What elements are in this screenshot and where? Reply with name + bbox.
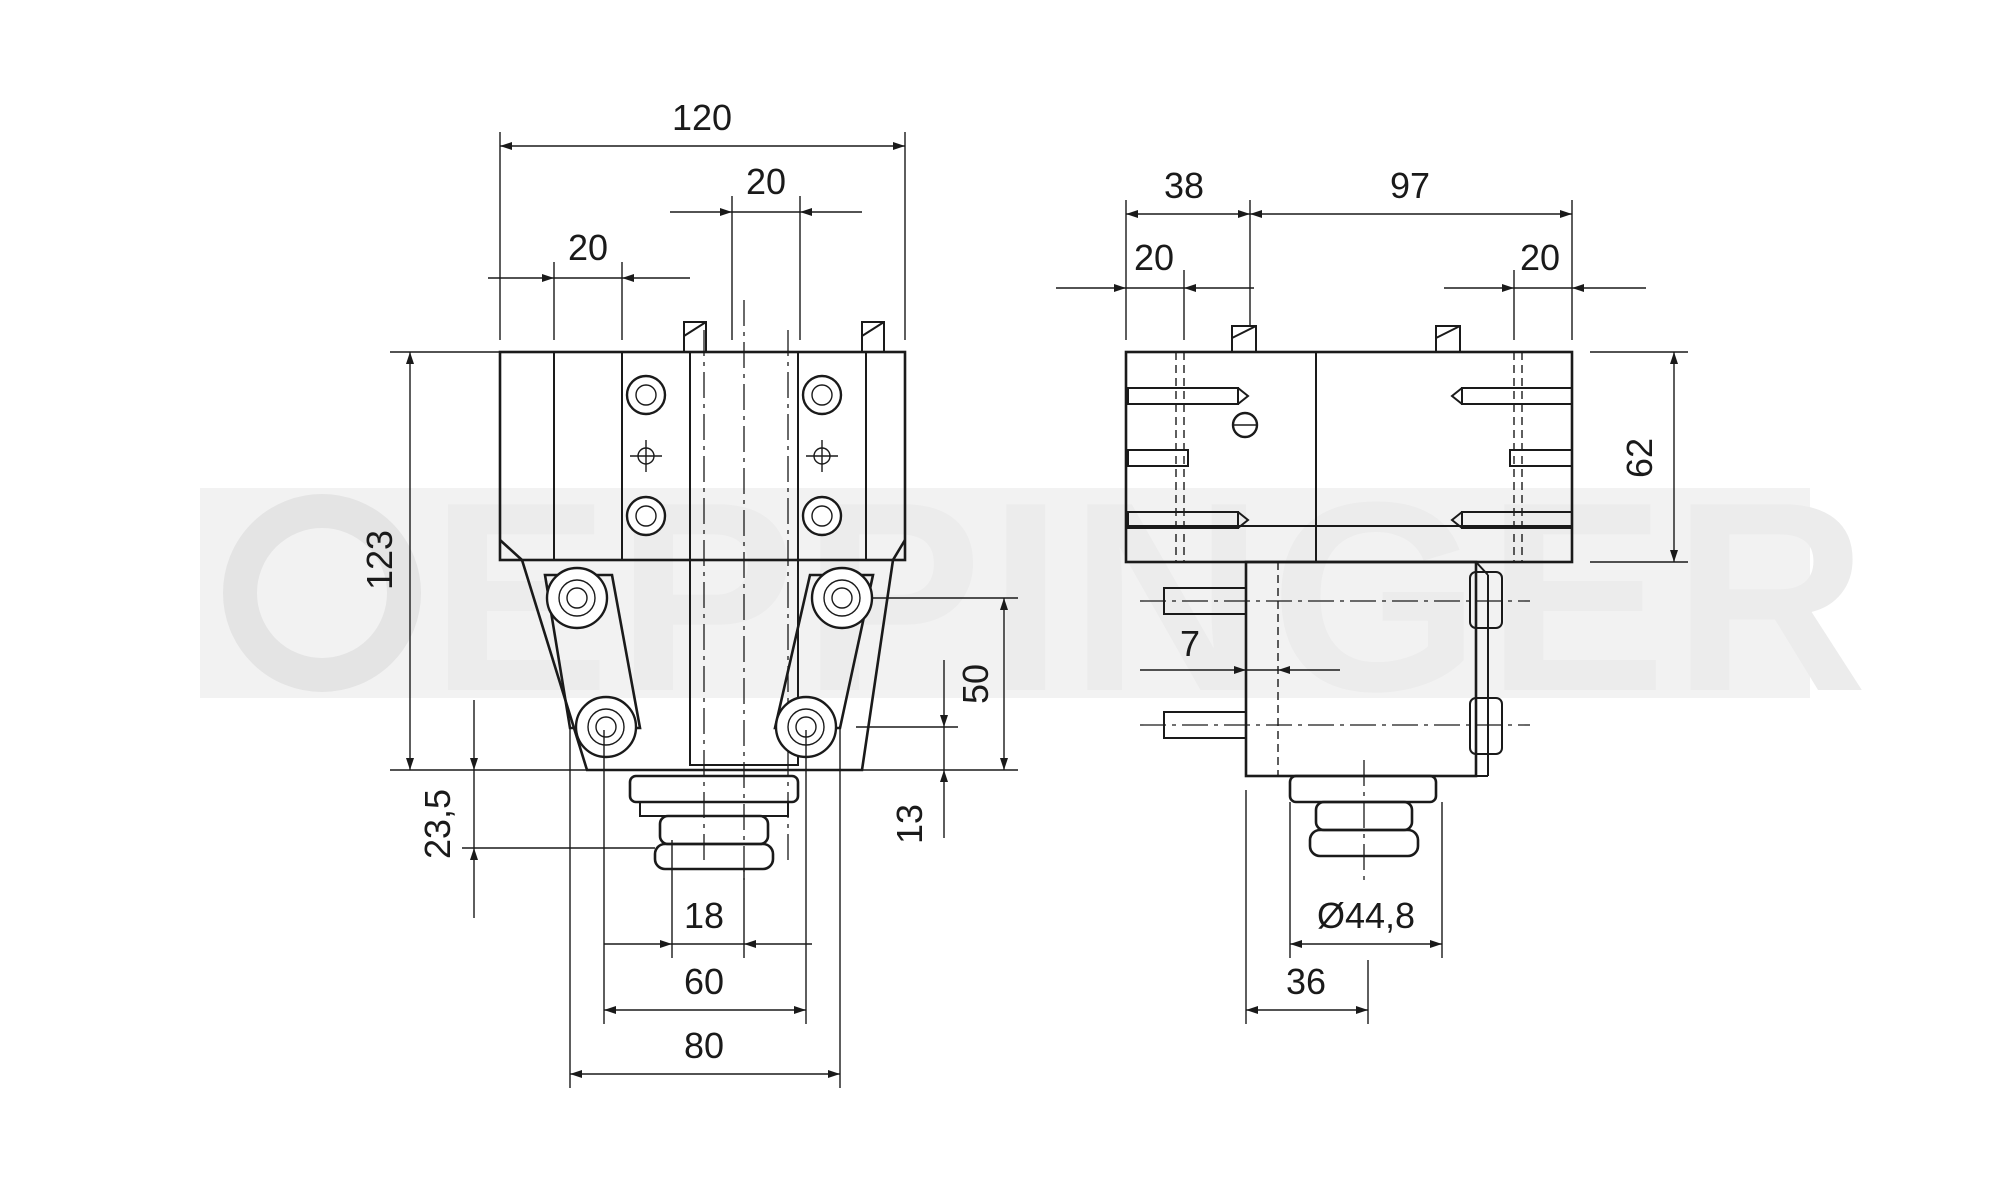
dimension-labels: 120 20 20 123 50 23,5 13 18 60 80 38 97 … bbox=[359, 97, 1660, 1066]
dimension-lines bbox=[390, 132, 1688, 1088]
front-bolt-holes bbox=[625, 374, 843, 537]
side-coupling bbox=[1288, 774, 1438, 858]
dim-38: 38 bbox=[1164, 165, 1204, 206]
dim-123: 123 bbox=[359, 530, 400, 590]
dim-20-side-right: 20 bbox=[1520, 237, 1560, 278]
side-screws-right bbox=[1450, 387, 1573, 529]
dim-60: 60 bbox=[684, 961, 724, 1002]
dim-diameter-44-8: Ø44,8 bbox=[1317, 895, 1415, 936]
top-set-screw-right bbox=[861, 321, 885, 353]
dim-23-5: 23,5 bbox=[417, 789, 458, 859]
dim-13: 13 bbox=[889, 804, 930, 844]
side-top-screw-right bbox=[1435, 325, 1461, 353]
dim-50: 50 bbox=[955, 664, 996, 704]
watermark: EPPINGER bbox=[200, 447, 1873, 748]
gripper-link-left bbox=[543, 566, 642, 759]
dim-20-front-left: 20 bbox=[568, 227, 608, 268]
eppinger-logo-icon bbox=[223, 494, 421, 692]
dim-97: 97 bbox=[1390, 165, 1430, 206]
dim-80: 80 bbox=[684, 1025, 724, 1066]
front-view bbox=[498, 300, 907, 880]
dim-20-side-left: 20 bbox=[1134, 237, 1174, 278]
side-screws-left bbox=[1127, 387, 1250, 529]
dim-120: 120 bbox=[672, 97, 732, 138]
watermark-text: EPPINGER bbox=[430, 447, 1873, 748]
side-view bbox=[1124, 325, 1574, 880]
side-top-screw-left bbox=[1231, 325, 1257, 353]
dim-18: 18 bbox=[684, 895, 724, 936]
dim-20-front-right: 20 bbox=[746, 161, 786, 202]
dim-62: 62 bbox=[1619, 438, 1660, 478]
top-set-screw-left bbox=[683, 321, 707, 353]
front-coupling bbox=[628, 774, 800, 871]
dim-7: 7 bbox=[1180, 623, 1200, 664]
dim-36: 36 bbox=[1286, 961, 1326, 1002]
